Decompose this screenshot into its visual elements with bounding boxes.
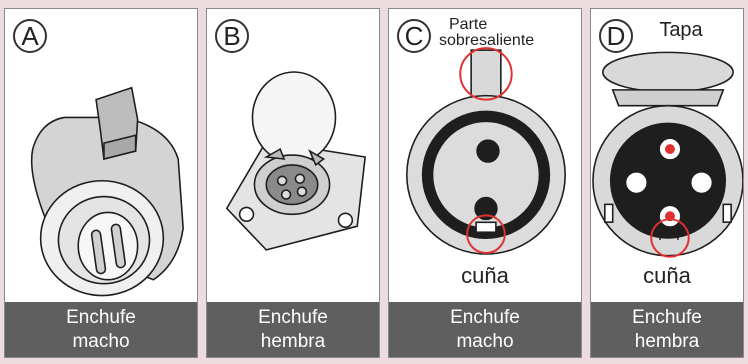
caption-line-1: Enchufe <box>632 306 702 328</box>
key-highlight <box>466 214 506 254</box>
protrusion-highlight <box>459 47 513 101</box>
male-plug-front-illustration <box>406 47 566 255</box>
caption-line-1: Enchufe <box>258 306 328 328</box>
cover-label: Tapa <box>659 19 703 41</box>
key-label: cuña <box>643 263 691 288</box>
panel-caption: Enchufe hembra <box>207 302 379 357</box>
female-socket-illustration <box>225 71 367 251</box>
caption-line-2: hembra <box>634 330 700 352</box>
panel-letter: B <box>215 19 249 53</box>
caption-line-2: macho <box>72 330 130 352</box>
female-socket-front-illustration <box>592 51 743 258</box>
panel-caption: Enchufe macho <box>389 302 581 357</box>
male-plug-side-illustration <box>30 86 184 297</box>
protrusion-label-line-2: sobresaliente <box>439 32 535 49</box>
panel-letter: D <box>599 19 633 53</box>
panel-letter: A <box>13 19 47 53</box>
panel-d: D Tapa cuña Enchufe hembra <box>590 8 744 358</box>
panel-caption: Enchufe hembra <box>591 302 743 357</box>
protrusion-label-line-1: Parte <box>449 16 488 33</box>
panel-a: A Enchufe macho <box>4 8 198 358</box>
panel-letter: C <box>397 19 431 53</box>
caption-line-2: macho <box>456 330 514 352</box>
caption-line-1: Enchufe <box>450 306 520 328</box>
panel-b: B Enchufe hembra <box>206 8 380 358</box>
protrusion-label: Parte sobresaliente <box>439 17 579 49</box>
caption-line-2: hembra <box>260 330 326 352</box>
panel-caption: Enchufe macho <box>5 302 197 357</box>
key-label: cuña <box>461 263 509 288</box>
key-highlight <box>650 218 690 258</box>
panel-c: C Parte sobresaliente cuña Enchufe macho <box>388 8 582 358</box>
caption-line-1: Enchufe <box>66 306 136 328</box>
